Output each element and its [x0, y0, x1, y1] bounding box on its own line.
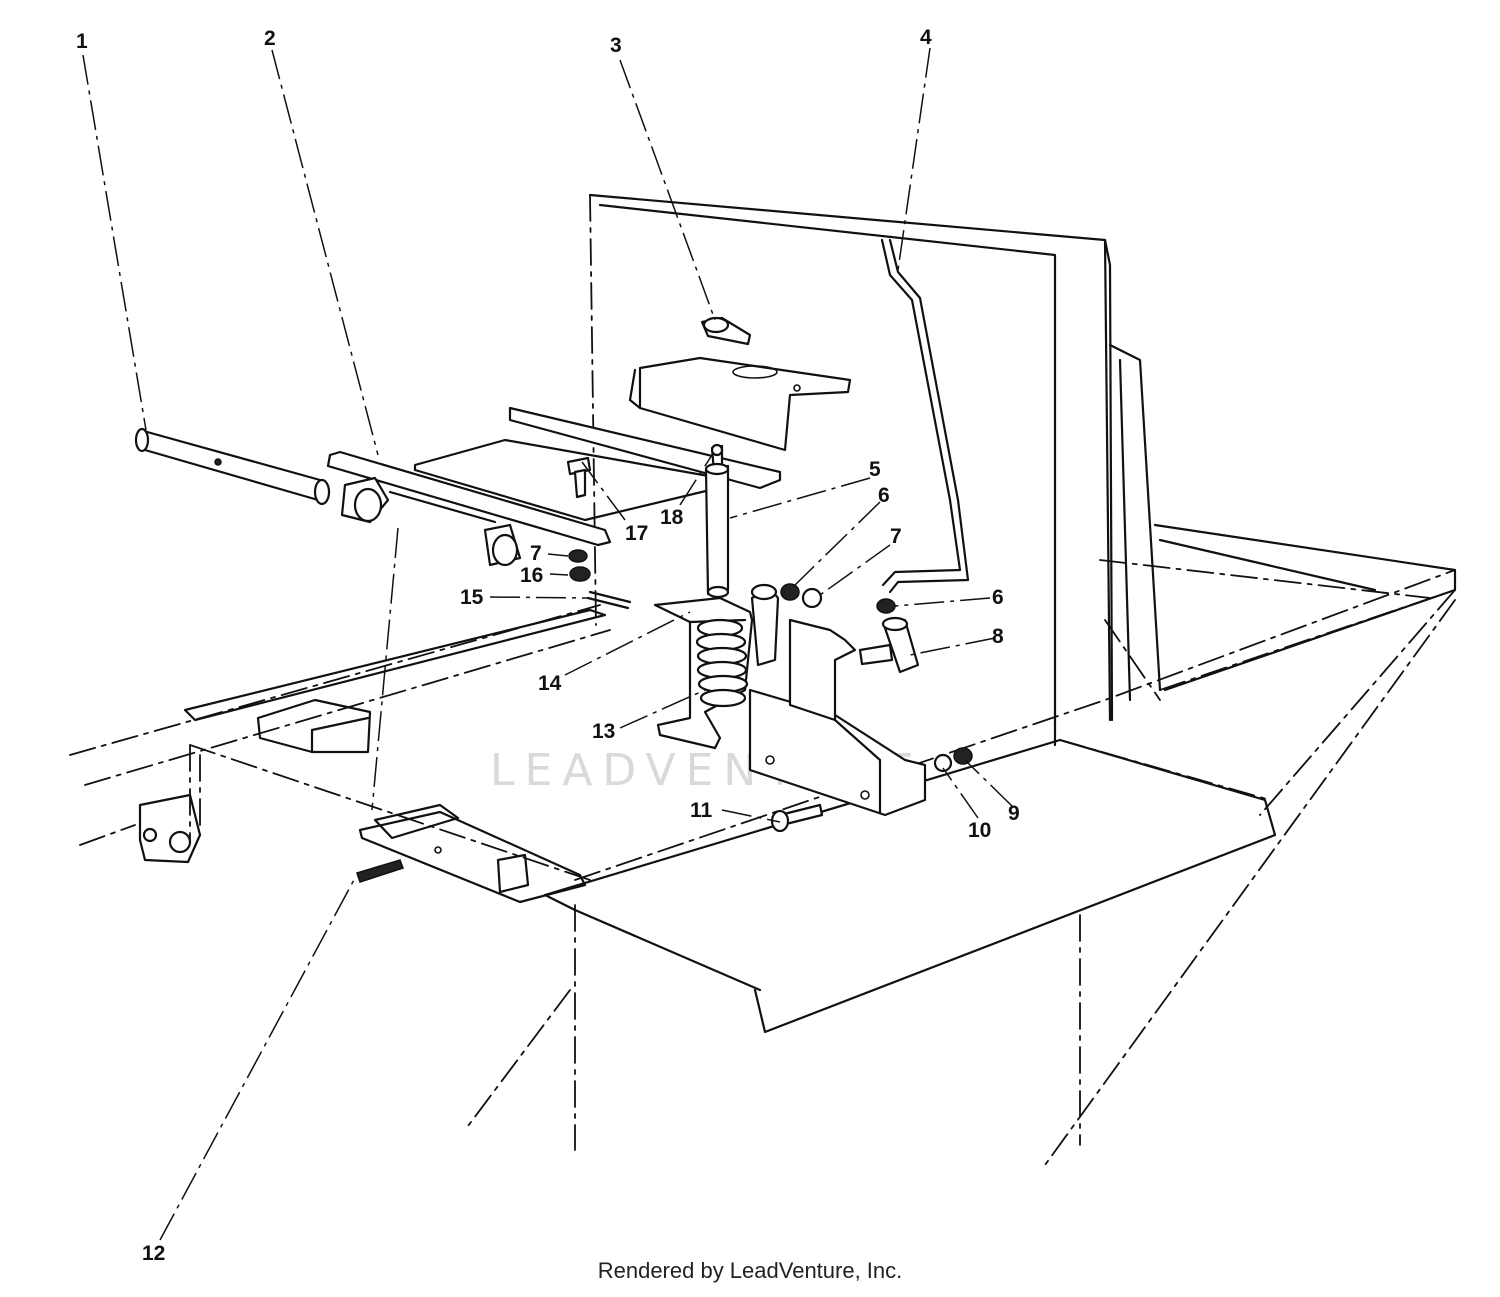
hardware-nuts-washers: [568, 549, 896, 614]
callout-18: 18: [660, 506, 684, 529]
part-17-bolt: [566, 456, 592, 499]
front-apron: [543, 738, 1277, 1034]
callout-5: 5: [869, 458, 881, 481]
part-1-shaft: [134, 427, 331, 506]
part-3-clip: [700, 316, 752, 346]
callout-6-upper: 6: [878, 484, 890, 507]
callout-11: 11: [690, 799, 713, 822]
mounting-plate: [358, 803, 587, 904]
callout-3: 3: [610, 34, 622, 57]
callout-4: 4: [920, 26, 932, 49]
callout-16: 16: [520, 564, 543, 587]
left-rail: [138, 608, 607, 864]
callout-13: 13: [592, 720, 615, 743]
callout-12: 12: [142, 1242, 165, 1265]
callout-1: 1: [76, 30, 88, 53]
callout-labels: 1 2 3 4 5 6 7 6 8 17 18 7 16 15 14 13 11…: [76, 26, 1020, 1265]
part-5-spring-rod: [704, 462, 730, 599]
back-panel: [588, 193, 1162, 747]
callout-15: 15: [460, 586, 484, 609]
part-8-tube: [858, 616, 920, 674]
angle-bracket: [748, 618, 927, 817]
part-4-rod: [880, 238, 970, 594]
hardware-9-10-11: [770, 747, 973, 833]
callout-14: 14: [538, 672, 562, 695]
part-12-pin: [356, 859, 404, 883]
leader-lines: [82, 47, 1013, 1241]
callout-6-lower: 6: [992, 586, 1004, 609]
part-2-lift-arm: [326, 450, 612, 567]
callout-2: 2: [264, 27, 276, 50]
callout-10: 10: [968, 819, 991, 842]
callout-7-left: 7: [530, 542, 542, 565]
callout-9: 9: [1008, 802, 1020, 825]
spring-bracket: [653, 583, 780, 750]
callout-8: 8: [992, 625, 1004, 648]
part-13-spring: [695, 618, 749, 708]
callout-17: 17: [625, 522, 648, 545]
credit-text: Rendered by LeadVenture, Inc.: [597, 1258, 903, 1283]
callout-7-right: 7: [890, 525, 902, 548]
